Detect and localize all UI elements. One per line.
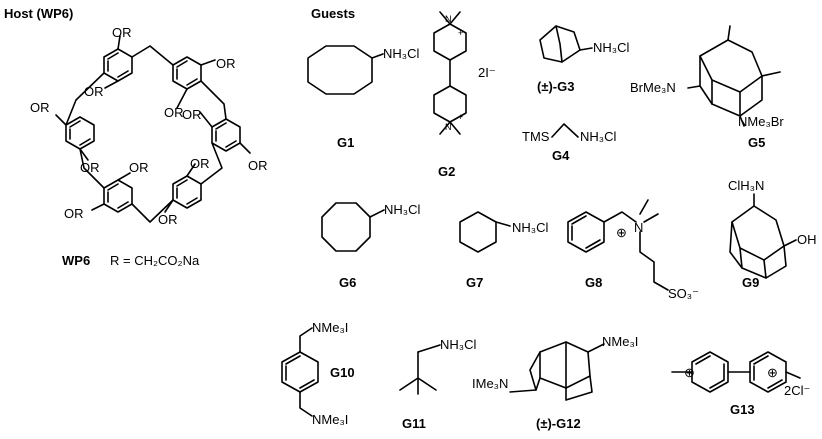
- or-label: OR: [129, 160, 149, 175]
- g13-structure: [671, 351, 801, 393]
- g4-caption: G4: [552, 148, 570, 163]
- g5-label-left: BrMe₃N: [630, 80, 676, 95]
- guests-header: Guests: [311, 6, 355, 21]
- g9-oh-label: OH: [797, 232, 817, 247]
- g5-structure: [687, 25, 781, 127]
- g10-label-bottom: NMe₃I: [312, 412, 348, 427]
- g12-label-right: NMe₃I: [602, 334, 638, 349]
- g13-plus-left: ⊕: [684, 365, 695, 380]
- g4-tms-label: TMS: [522, 129, 550, 144]
- g11-label: NH₃Cl: [440, 337, 476, 352]
- g2-plus-bottom: +: [458, 112, 463, 122]
- g4-label: NH₃Cl: [580, 129, 616, 144]
- wp6-structure: OR OR OR OR OR OR OR OR OR OR OR OR: [30, 25, 268, 227]
- g11-caption: G11: [402, 416, 426, 431]
- wp6-r-definition: R = CH₂CO₂Na: [110, 253, 200, 268]
- g4-bond: [551, 123, 579, 138]
- g5-caption: G5: [748, 135, 765, 150]
- or-label: OR: [182, 107, 202, 122]
- or-label: OR: [30, 100, 50, 115]
- g7-caption: G7: [466, 275, 483, 290]
- g9-amine-label: ClH₃N: [728, 178, 764, 193]
- g2-n-bottom: N: [445, 122, 452, 132]
- g8-n-label: N: [634, 220, 643, 235]
- g10-structure: [281, 327, 319, 417]
- g12-structure: [509, 341, 605, 401]
- g5-label-right: NMe₃Br: [738, 114, 784, 129]
- g10-label-top: NMe₃I: [312, 320, 348, 335]
- or-label: OR: [216, 56, 236, 71]
- g13-counterion: 2Cl⁻: [784, 383, 810, 398]
- g10-caption: G10: [330, 365, 355, 380]
- g8-caption: G8: [585, 275, 602, 290]
- or-label: OR: [190, 156, 210, 171]
- g7-structure: [459, 211, 511, 253]
- g13-plus-right: ⊕: [767, 365, 778, 380]
- g2-plus-top: +: [458, 28, 463, 38]
- wp6-caption: WP6: [62, 253, 90, 268]
- g3-structure: [539, 25, 593, 63]
- g1-caption: G1: [337, 135, 354, 150]
- g8-plus-circled: ⊕: [616, 225, 627, 240]
- g2-structure: [433, 11, 467, 135]
- g3-label: NH₃Cl: [593, 40, 629, 55]
- or-label: OR: [64, 206, 84, 221]
- g9-caption: G9: [742, 275, 759, 290]
- g7-label: NH₃Cl: [512, 220, 548, 235]
- g2-counterion: 2I⁻: [478, 65, 496, 80]
- g3-caption: (±)-G3: [537, 79, 574, 94]
- g8-structure: [567, 199, 669, 291]
- or-label: OR: [248, 158, 268, 173]
- g12-caption: (±)-G12: [536, 416, 581, 431]
- g6-caption: G6: [339, 275, 356, 290]
- host-header: Host (WP6): [4, 6, 73, 21]
- g6-structure: [321, 202, 385, 252]
- g8-sulfonate-label: SO₃⁻: [668, 286, 699, 301]
- or-label: OR: [164, 105, 184, 120]
- g6-label: NH₃Cl: [384, 202, 420, 217]
- g2-caption: G2: [438, 164, 455, 179]
- g11-structure: [399, 344, 441, 395]
- or-label: OR: [112, 25, 132, 40]
- or-label: OR: [84, 84, 104, 99]
- g1-structure: [307, 45, 384, 95]
- g1-label: NH₃Cl: [383, 46, 419, 61]
- or-label: OR: [158, 212, 178, 227]
- g13-caption: G13: [730, 402, 755, 417]
- g2-n-top: N: [445, 14, 452, 24]
- g9-structure: [729, 193, 797, 279]
- g12-label-left: IMe₃N: [472, 376, 508, 391]
- or-label: OR: [80, 160, 100, 175]
